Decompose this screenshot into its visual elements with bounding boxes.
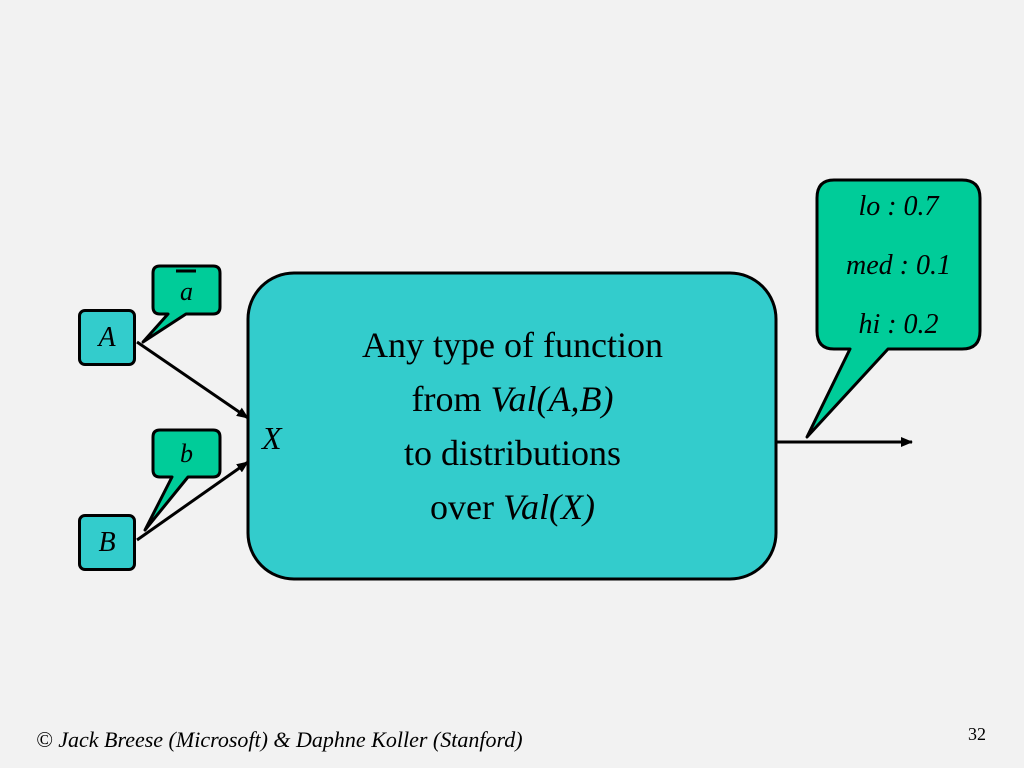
function-line-1: Any type of function — [362, 325, 663, 365]
function-description: Any type of function from Val(A,B) to di… — [250, 318, 775, 534]
function-line-2-prefix: from — [411, 379, 491, 419]
footer-credit: © Jack Breese (Microsoft) & Daphne Kolle… — [36, 727, 523, 752]
distribution-lo: lo : 0.7 — [858, 191, 939, 222]
distribution-hi: hi : 0.2 — [858, 309, 939, 340]
callout-a-bubble — [141, 264, 222, 344]
function-line-2-italic: Val(A,B) — [490, 379, 614, 419]
node-b: B — [78, 514, 136, 571]
edge-b-to-x — [136, 460, 249, 542]
function-line-3: to distributions — [403, 433, 622, 473]
distribution-med: med : 0.1 — [846, 250, 951, 281]
edge-a-to-x — [136, 340, 249, 420]
callout-b-text: b — [180, 439, 193, 468]
node-a: A — [78, 309, 136, 366]
function-line-4-prefix: over — [430, 487, 503, 527]
function-line-4: over Val(X) — [250, 480, 775, 534]
function-box — [246, 271, 778, 581]
node-b-label: B — [98, 526, 116, 558]
callout-b-bubble — [143, 428, 222, 532]
node-x-label: X — [262, 420, 282, 456]
function-line-2: from Val(A,B) — [250, 372, 775, 426]
distribution-bubble — [805, 178, 982, 439]
function-line-4-italic: Val(X) — [503, 487, 595, 527]
page-number: 32 — [968, 724, 986, 744]
callout-a-text: a — [180, 277, 193, 306]
node-a-label: A — [98, 321, 116, 353]
